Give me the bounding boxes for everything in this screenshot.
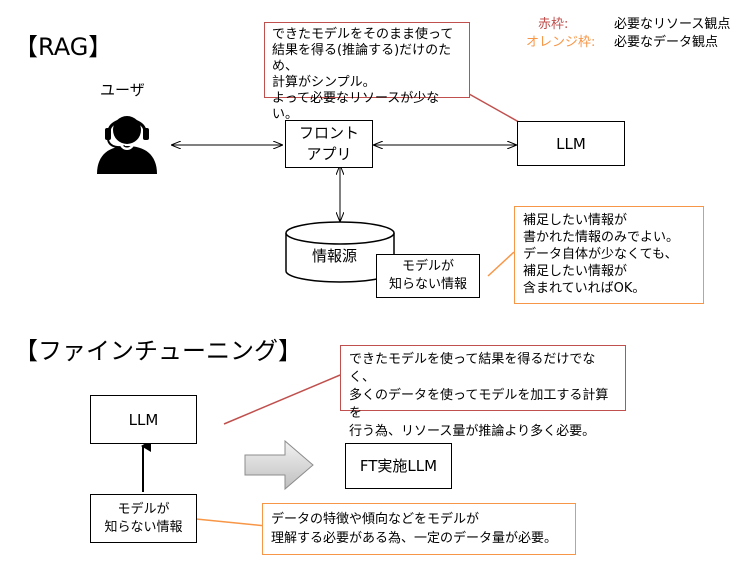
legend-red-key: 赤枠: [538, 17, 569, 32]
legend-red-value: 必要なリソース観点 [614, 17, 731, 32]
rag-llm-box: LLM [517, 121, 625, 166]
rag-data-note: 補足したい情報が 書かれた情報のみでよい。 データ自体が少なくても、 補足したい… [514, 206, 704, 304]
rag-resource-note: できたモデルをそのまま使って 結果を得る(推論する)だけのため、 計算がシンプル… [264, 22, 470, 122]
rag-resource-pointer [461, 89, 527, 127]
ft-resource-note: できたモデルを使って結果を得るだけでなく、 多くのデータを使ってモデルを加工する… [340, 345, 626, 439]
ft-heading: 【ファインチューニング】 [14, 337, 302, 365]
rag-unknown-info-box: モデルが 知らない情報 [376, 254, 480, 298]
rag-data-pointer [487, 251, 515, 277]
legend-orange-row: オレンジ枠: [526, 34, 595, 52]
ft-unknown-info-box: モデルが 知らない情報 [90, 494, 197, 543]
legend: 赤枠: 必要なリソース観点 オレンジ枠: 必要なデータ観点 [526, 16, 748, 56]
legend-red-row: 赤枠: [538, 16, 568, 34]
ft-result-llm-box: FT実施LLM [345, 443, 452, 489]
front-app-box: フロント アプリ [285, 120, 373, 168]
user-label: ユーザ [100, 81, 145, 99]
info-source-label: 情報源 [312, 247, 358, 265]
ft-data-note: データの特徴や傾向などをモデルが 理解する必要がある為、一定のデータ量が必要。 [262, 503, 576, 555]
headset-user-icon [97, 116, 157, 174]
legend-orange-value: 必要なデータ観点 [614, 35, 719, 50]
legend-orange-key: オレンジ枠: [526, 35, 596, 50]
block-arrow [244, 439, 314, 491]
rag-heading: 【RAG】 [14, 33, 113, 61]
ft-resource-pointer [223, 369, 353, 425]
ft-llm-box: LLM [90, 395, 197, 444]
ft-data-pointer [195, 518, 267, 527]
